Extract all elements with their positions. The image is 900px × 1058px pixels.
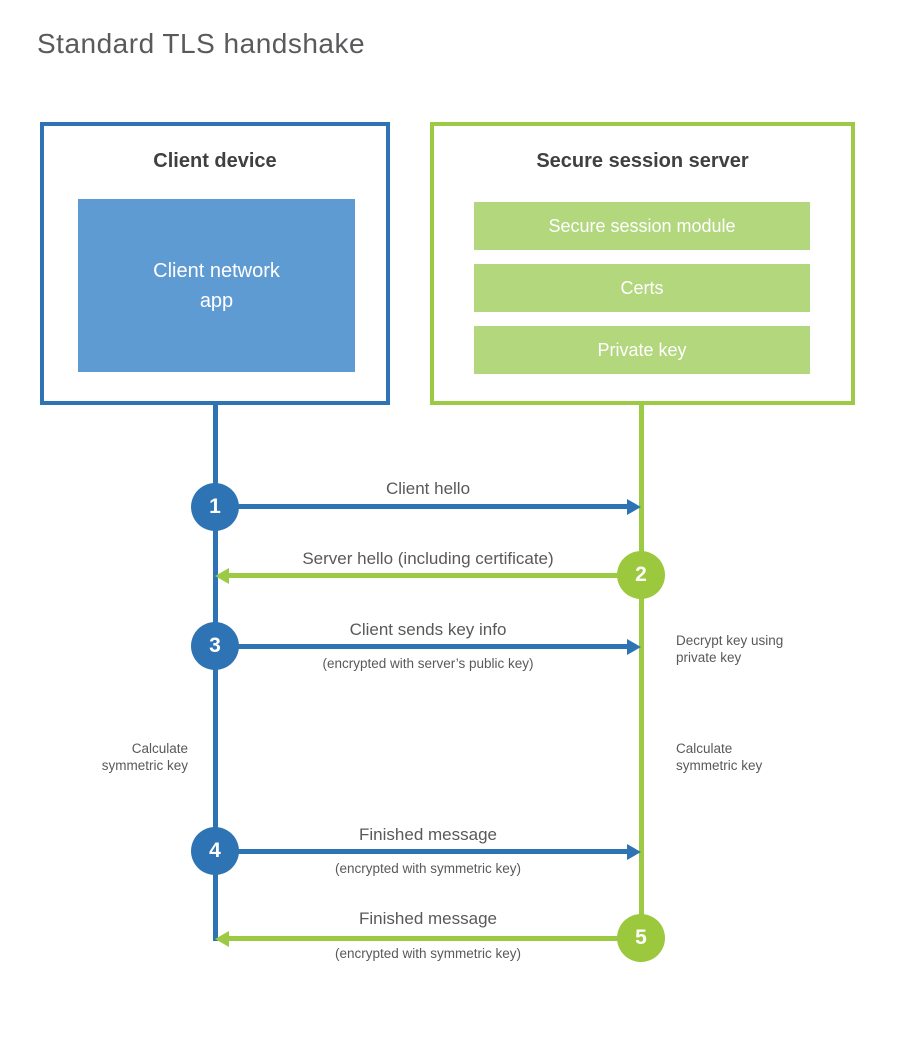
step-number: 2 bbox=[635, 563, 647, 586]
server-module-label: Certs bbox=[620, 277, 664, 298]
annotation-calculate-symmetric-key-client: Calculate symmetric key bbox=[101, 741, 188, 773]
message-label-step-3: Client sends key info bbox=[349, 620, 507, 639]
message-sublabel-step-3: (encrypted with server’s public key) bbox=[322, 656, 534, 671]
step-badge-1: 1 bbox=[191, 483, 239, 531]
page-title: Standard TLS handshake bbox=[37, 28, 366, 59]
client-lifeline bbox=[213, 405, 218, 941]
message-sublabel-step-4: (encrypted with symmetric key) bbox=[334, 861, 522, 876]
message-label-step-1: Client hello bbox=[385, 479, 471, 498]
arrow-line-step-1 bbox=[215, 504, 627, 509]
message-label-step-4: Finished message bbox=[359, 825, 497, 844]
client-network-app-box: Client network app bbox=[78, 199, 355, 372]
arrow-line-step-5 bbox=[229, 936, 641, 941]
message-sublabel-step-5: (encrypted with symmetric key) bbox=[334, 946, 522, 961]
arrowhead-left-icon bbox=[215, 931, 229, 947]
arrowhead-right-icon bbox=[627, 844, 641, 860]
annotation-calculate-symmetric-key-server: Calculate symmetric key bbox=[676, 741, 763, 773]
server-module-bar: Secure session module bbox=[474, 202, 810, 250]
step-badge-2: 2 bbox=[617, 551, 665, 599]
step-number: 5 bbox=[635, 926, 647, 949]
arrow-line-step-2 bbox=[229, 573, 641, 578]
step-number: 4 bbox=[209, 839, 221, 862]
arrowhead-right-icon bbox=[627, 499, 641, 515]
arrow-line-step-4 bbox=[215, 849, 627, 854]
server-module-bar: Certs bbox=[474, 264, 810, 312]
step-badge-4: 4 bbox=[191, 827, 239, 875]
secure-session-server-box: Secure session server Secure session mod… bbox=[430, 122, 855, 405]
client-device-title: Client device bbox=[153, 150, 277, 172]
step-number: 3 bbox=[209, 634, 221, 657]
step-number: 1 bbox=[209, 495, 221, 518]
client-device-box: Client device Client network app bbox=[40, 122, 390, 405]
message-label-step-5: Finished message bbox=[359, 909, 497, 928]
annotation-decrypt-key: Decrypt key using private key bbox=[676, 633, 784, 665]
server-module-label: Secure session module bbox=[548, 215, 736, 236]
arrowhead-left-icon bbox=[215, 568, 229, 584]
arrow-line-step-3 bbox=[215, 644, 627, 649]
arrowhead-right-icon bbox=[627, 639, 641, 655]
step-badge-5: 5 bbox=[617, 914, 665, 962]
secure-session-server-title: Secure session server bbox=[536, 150, 749, 172]
server-module-label: Private key bbox=[597, 339, 687, 360]
message-label-step-2: Server hello (including certificate) bbox=[302, 549, 554, 568]
step-badge-3: 3 bbox=[191, 622, 239, 670]
server-lifeline bbox=[639, 405, 644, 938]
server-module-bar: Private key bbox=[474, 326, 810, 374]
client-network-app-label: Client network app bbox=[153, 259, 280, 312]
